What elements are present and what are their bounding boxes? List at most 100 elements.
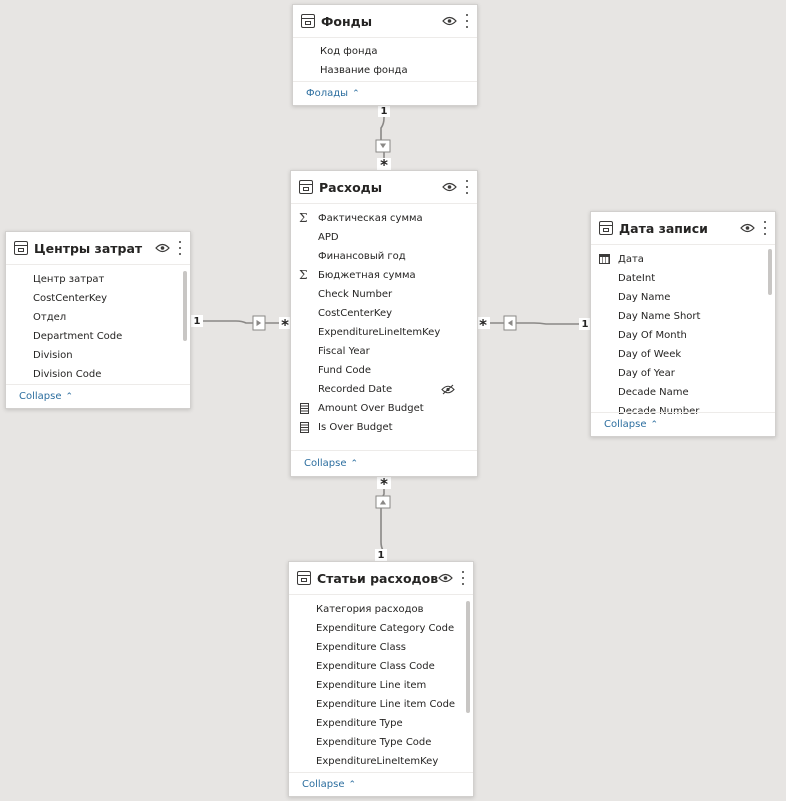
field-item[interactable]: Expenditure Class — [289, 638, 473, 657]
card-header[interactable]: Расходы — [291, 171, 477, 204]
field-item[interactable]: Division — [6, 346, 190, 365]
field-label: Expenditure Class — [316, 642, 406, 653]
eye-icon[interactable] — [740, 223, 755, 233]
collapse-label: Collapse — [604, 419, 647, 430]
table-icon — [14, 241, 28, 255]
field-label: Division — [33, 350, 73, 361]
field-item[interactable]: Expenditure Line item — [289, 676, 473, 695]
field-item[interactable]: CostCenterKey — [6, 289, 190, 308]
field-label: Fund Code — [318, 365, 372, 376]
more-options-icon[interactable] — [463, 179, 471, 195]
field-item[interactable]: Отдел — [6, 308, 190, 327]
field-item[interactable]: Expenditure Line item Code — [289, 695, 473, 714]
table-card-fondy[interactable]: Фонды Код фонда Название фонда Фолады⌃ — [292, 4, 478, 106]
field-label: Expenditure Line item Code — [316, 699, 456, 710]
field-item[interactable]: Amount Over Budget — [291, 399, 477, 418]
link-data-raskhody — [478, 322, 590, 325]
field-list: Центр затрат CostCenterKey Отдел Departm… — [6, 265, 190, 390]
scrollbar[interactable] — [768, 249, 772, 295]
chevron-up-icon: ⌃ — [650, 419, 659, 430]
field-label: CostCenterKey — [318, 308, 393, 319]
chevron-up-icon: ⌃ — [65, 391, 74, 402]
field-item[interactable]: Expenditure Category Code — [289, 619, 473, 638]
field-label: DateInt — [618, 273, 656, 284]
field-item[interactable]: Is Over Budget — [291, 418, 477, 437]
field-item[interactable]: Fiscal Year — [291, 342, 477, 361]
field-item[interactable]: Day Name Short — [591, 307, 775, 326]
calculator-icon — [300, 422, 309, 433]
eye-icon[interactable] — [438, 573, 453, 583]
field-label: Decade Name — [618, 387, 689, 398]
field-item[interactable]: Категория расходов — [289, 600, 473, 619]
field-label: APD — [318, 232, 339, 243]
card-header[interactable]: Фонды — [293, 5, 477, 38]
scrollbar[interactable] — [183, 271, 187, 341]
field-item[interactable]: DateInt — [591, 269, 775, 288]
direction-arrows — [252, 139, 517, 509]
more-options-icon[interactable] — [463, 13, 471, 29]
field-item[interactable]: Division Code — [6, 365, 190, 384]
calendar-icon — [599, 254, 610, 264]
field-item[interactable]: Day Name — [591, 288, 775, 307]
table-icon — [301, 14, 315, 28]
card-title: Фонды — [321, 13, 373, 29]
field-item[interactable]: ExpenditureLineItemKey — [289, 752, 473, 771]
field-item[interactable]: Fund Code — [291, 361, 477, 380]
more-options-icon[interactable] — [459, 570, 467, 586]
field-label: Expenditure Type Code — [316, 737, 432, 748]
field-label: Day of Week — [618, 349, 682, 360]
cardinality-stati-many: * — [380, 475, 388, 493]
field-item[interactable]: CostCenterKey — [291, 304, 477, 323]
card-title: Дата записи — [619, 220, 708, 236]
field-item[interactable]: Код фонда — [293, 42, 477, 61]
eye-icon[interactable] — [442, 16, 457, 26]
collapse-label: Collapse — [304, 458, 347, 469]
card-header[interactable]: Центры затрат — [6, 232, 190, 265]
field-label: Фактическая сумма — [318, 213, 423, 224]
table-card-stati[interactable]: Статьи расходов Категория расходов Expen… — [288, 561, 474, 797]
cardinality-data-one: 1 — [582, 319, 589, 330]
table-card-tsentry[interactable]: Центры затрат Центр затрат CostCenterKey… — [5, 231, 191, 409]
eye-icon[interactable] — [155, 243, 170, 253]
collapse-link[interactable]: Collapse⌃ — [291, 450, 477, 476]
field-item[interactable]: Decade Number — [591, 402, 775, 414]
field-item[interactable]: Day of Year — [591, 364, 775, 383]
card-header[interactable]: Статьи расходов — [289, 562, 473, 595]
field-label: ExpenditureLineItemKey — [316, 756, 439, 767]
field-item[interactable]: Центр затрат — [6, 270, 190, 289]
field-item[interactable]: Название фонда — [293, 61, 477, 80]
table-card-data-zapisi[interactable]: Дата записи Дата DateInt Day Name Day Na… — [590, 211, 776, 437]
collapse-link[interactable]: Collapse⌃ — [591, 412, 775, 436]
collapse-link[interactable]: Collapse⌃ — [289, 772, 473, 796]
scrollbar[interactable] — [466, 601, 470, 713]
field-item[interactable]: Дата — [591, 250, 775, 269]
field-label: Expenditure Category Code — [316, 623, 455, 634]
field-item[interactable]: ExpenditureLineItemKey — [291, 323, 477, 342]
field-item[interactable]: Expenditure Type Code — [289, 733, 473, 752]
card-header[interactable]: Дата записи — [591, 212, 775, 245]
collapse-link[interactable]: Collapse⌃ — [6, 384, 190, 408]
more-options-icon[interactable] — [761, 220, 769, 236]
more-options-icon[interactable] — [176, 240, 184, 256]
field-item[interactable]: Decade Name — [591, 383, 775, 402]
collapse-link[interactable]: Фолады⌃ — [293, 81, 477, 105]
field-item[interactable]: Day Of Month — [591, 326, 775, 345]
field-item[interactable]: Expenditure Type — [289, 714, 473, 733]
table-icon — [599, 221, 613, 235]
field-item[interactable]: APD — [291, 228, 477, 247]
field-item[interactable]: Department Code — [6, 327, 190, 346]
field-item[interactable]: Recorded Date — [291, 380, 477, 399]
field-label: Бюджетная сумма — [318, 270, 416, 281]
field-item[interactable]: Day of Week — [591, 345, 775, 364]
field-label: Is Over Budget — [318, 422, 393, 433]
field-item[interactable]: Финансовый год — [291, 247, 477, 266]
field-item[interactable]: Expenditure Class Code — [289, 657, 473, 676]
eye-icon[interactable] — [442, 182, 457, 192]
collapse-label: Collapse — [19, 391, 62, 402]
field-item[interactable]: Check Number — [291, 285, 477, 304]
